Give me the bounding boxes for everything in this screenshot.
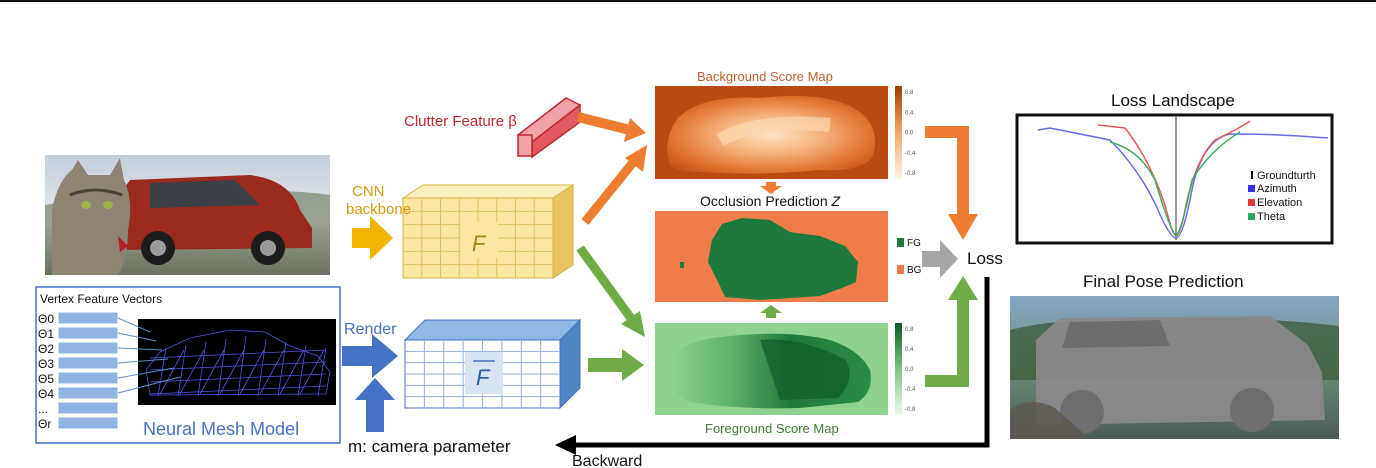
vertex-feature-panel xyxy=(35,286,341,444)
final-pose-photo xyxy=(1010,296,1339,439)
vertex-connector xyxy=(117,317,151,333)
arrow-bg-to-occ xyxy=(760,182,782,194)
cnn-label-line2: backbone xyxy=(346,201,411,218)
occlusion-title-text: Occlusion Prediction xyxy=(700,193,832,209)
colorbar-tick-label: 0.8 xyxy=(905,90,914,96)
foreground-colorbar-ticks: 0.8 0.4 0.0 -0.4 -0.8 xyxy=(905,327,916,413)
colorbar-tick-label: 0.4 xyxy=(905,347,914,353)
legend-groundtruth: Groundturth xyxy=(1257,170,1316,182)
clutter-feature-prism xyxy=(516,97,582,159)
top-rule xyxy=(0,0,1376,2)
feature-symbol-f-bar: F xyxy=(476,365,491,390)
vertex-feature-bar xyxy=(57,416,119,430)
colorbar-tick-label: 0.8 xyxy=(905,327,914,333)
loss-landscape-plot xyxy=(1015,113,1334,245)
occlusion-title-symbol: Z xyxy=(831,193,841,209)
backward-label: Backward xyxy=(572,453,642,468)
occlusion-legend xyxy=(897,238,904,274)
vertex-connector xyxy=(117,347,163,351)
vertex-feature-label: ... xyxy=(38,402,48,416)
vertex-feature-label: Θ1 xyxy=(38,327,54,341)
arrow-backward xyxy=(555,277,990,455)
render-label: Render xyxy=(344,321,397,338)
colorbar-tick-label: 0.0 xyxy=(905,131,914,137)
arrow-fg-to-loss xyxy=(925,276,978,387)
legend-fg-label: FG xyxy=(907,238,921,249)
background-score-map xyxy=(655,86,902,179)
colorbar-tick-label: 0.4 xyxy=(905,110,914,116)
feature-cube-f-bar xyxy=(403,318,582,410)
occlusion-map xyxy=(655,211,888,302)
feature-symbol-f: F xyxy=(472,231,487,256)
vertex-feature-bar xyxy=(57,371,119,385)
vertex-feature-label: Θ3 xyxy=(38,357,54,371)
colorbar-tick-label: 0.0 xyxy=(905,367,914,373)
vertex-feature-bar xyxy=(57,386,119,400)
camera-parameter-label: m: camera parameter xyxy=(348,437,511,456)
colorbar-tick-label: -0.8 xyxy=(905,407,916,413)
arrow-f-to-fg xyxy=(576,245,645,337)
legend-bg-label: BG xyxy=(907,265,922,276)
background-map-title: Background Score Map xyxy=(697,69,833,84)
vertex-feature-bar xyxy=(57,356,119,370)
mesh-render xyxy=(138,319,336,405)
loss-landscape-legend xyxy=(1248,171,1255,220)
vertex-feature-label: Θr xyxy=(38,417,51,431)
arrow-cnn xyxy=(352,216,393,260)
vertex-connector xyxy=(117,332,157,342)
arrow-fbar-to-fg xyxy=(588,349,644,381)
feature-cube-f xyxy=(401,184,575,279)
cnn-label-line1: CNN xyxy=(352,183,385,200)
legend-elevation: Elevation xyxy=(1257,197,1302,209)
legend-theta: Theta xyxy=(1257,211,1286,223)
occlusion-title: Occlusion Prediction Z xyxy=(700,193,841,209)
final-pose-title: Final Pose Prediction xyxy=(1083,272,1244,291)
arrow-fg-to-occ xyxy=(760,305,782,318)
vertex-panel-title: Vertex Feature Vectors xyxy=(40,292,162,306)
background-colorbar-ticks: 0.8 0.4 0.0 -0.4 -0.8 xyxy=(905,90,916,177)
mesh-model-caption: Neural Mesh Model xyxy=(143,419,299,439)
arrow-clutter-to-bg xyxy=(576,112,646,142)
vertex-feature-label: Θ2 xyxy=(38,342,54,356)
arrow-render xyxy=(342,334,398,378)
vertex-feature-bar xyxy=(57,311,119,325)
foreground-map-title: Foreground Score Map xyxy=(705,421,839,436)
vertex-feature-bar xyxy=(57,341,119,355)
arrow-bg-to-loss xyxy=(925,126,978,240)
legend-azimuth: Azimuth xyxy=(1257,183,1297,195)
vertex-feature-rows xyxy=(57,311,119,430)
vertex-feature-label: Θ5 xyxy=(38,372,54,386)
colorbar-tick-label: -0.8 xyxy=(905,171,916,177)
colorbar-tick-label: -0.4 xyxy=(905,387,916,393)
loss-label: Loss xyxy=(967,249,1003,268)
vertex-connector xyxy=(117,358,169,364)
foreground-score-map xyxy=(655,323,902,415)
arrow-camera-up xyxy=(355,378,395,432)
vertex-feature-label: Θ4 xyxy=(38,387,54,401)
vertex-feature-label: Θ0 xyxy=(38,312,54,326)
loss-landscape-title: Loss Landscape xyxy=(1111,91,1235,110)
vertex-connector xyxy=(117,367,175,379)
vertex-connector xyxy=(117,376,181,394)
vertex-feature-bar xyxy=(57,326,119,340)
vertex-feature-bar xyxy=(57,401,119,415)
clutter-label: Clutter Feature β xyxy=(404,113,517,130)
input-photo xyxy=(45,155,330,275)
colorbar-tick-label: -0.4 xyxy=(905,151,916,157)
arrow-occ-to-loss xyxy=(922,240,958,278)
arrow-f-to-bg xyxy=(581,145,647,225)
